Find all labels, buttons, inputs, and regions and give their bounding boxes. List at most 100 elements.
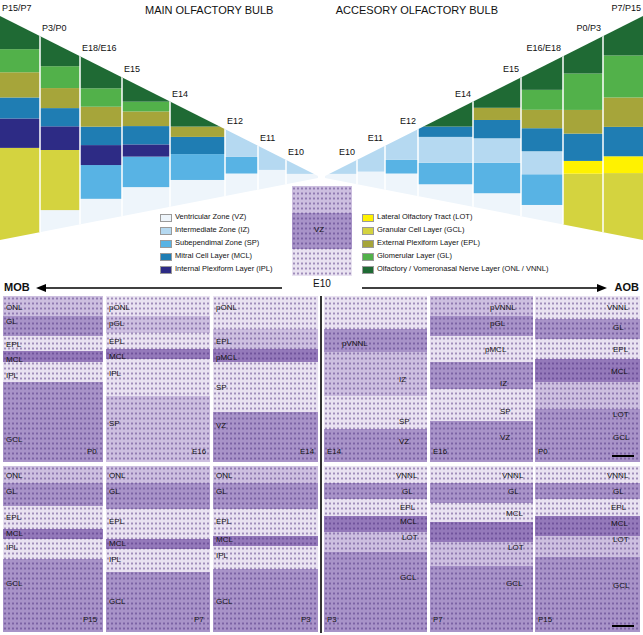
layer-label: VNNL (607, 472, 628, 481)
layer-band (0, 49, 40, 72)
age-label: E18/E16 (82, 44, 117, 54)
legend-text: Lateral Olfactory Tract (LOT) (377, 213, 472, 221)
layer-label: P15 (83, 616, 97, 625)
layer-label: EPL (216, 338, 231, 347)
legend-swatch (362, 214, 374, 222)
layer-label: IPL (6, 544, 18, 553)
layer-band (225, 174, 258, 202)
layer-label: pGL (109, 320, 124, 329)
layer-label: MCL (109, 353, 126, 362)
age-label: E12 (400, 117, 416, 127)
layer-band (0, 97, 40, 118)
layer-band (40, 126, 80, 150)
layer-label: ONL (216, 472, 232, 481)
layer-band (80, 199, 122, 230)
legend-text: Intermediate Zone (IZ) (175, 226, 250, 234)
layer-label: E10 (292, 278, 352, 289)
legend-text: Mitral Cell Layer (MCL) (175, 252, 252, 260)
layer-label: GL (613, 324, 624, 333)
layer-band (563, 161, 603, 174)
age-label: E14 (455, 90, 471, 100)
layer-label: LOT (508, 544, 524, 553)
layer-label: GCL (109, 598, 125, 607)
layer-label: LOT (613, 411, 629, 420)
layer-band (258, 141, 286, 170)
column-separator (562, 0, 564, 260)
layer-band (122, 144, 170, 156)
age-label: E10 (288, 148, 304, 158)
legend-text: Subependimal Zone (SP) (175, 239, 259, 247)
layer-band (170, 97, 225, 127)
layer-label: MCL (6, 356, 23, 365)
layer-band (80, 51, 122, 88)
layer-band (40, 88, 80, 108)
layer-label: GL (6, 318, 17, 327)
layer-label: IPL (109, 556, 121, 565)
layer-band (122, 126, 170, 144)
layer-label: GCL (400, 574, 416, 583)
layer-label: pONL (109, 304, 130, 313)
scale-bar (612, 455, 634, 457)
layer-label: EPL (613, 346, 628, 355)
layer-band (521, 205, 563, 229)
micrograph-panel: pONLEPLpMCLSPVZE14 (213, 296, 318, 462)
layer-band (40, 210, 80, 237)
legend-swatch (362, 266, 374, 274)
layer-band (603, 127, 643, 156)
layer-label: pVNNL (342, 340, 368, 349)
micrograph-panel: ONLGLEPLMCLIPLGCLP7 (106, 466, 210, 632)
chart-title: MAIN OLFACTORY BULB (145, 4, 273, 16)
layer-label: LOT (402, 534, 418, 543)
layer-band (603, 11, 643, 55)
column-separator (472, 0, 474, 260)
layer-band (40, 108, 80, 126)
column-separator (356, 0, 358, 260)
legend-swatch (362, 253, 374, 261)
layer-band (385, 124, 418, 159)
layer-band (418, 184, 473, 212)
layer-band (40, 31, 80, 66)
layer-label: MCL (216, 536, 233, 545)
layer-band (473, 193, 521, 221)
layer-label: EPL (6, 341, 21, 350)
micrograph-panel: VNNLGLEPLMCLLOTGCLP15 (535, 466, 640, 632)
layer-band (473, 120, 521, 138)
micrograph-panel: ONLGLEPLMCLIPLGCLP15 (3, 466, 103, 632)
group-separator (320, 296, 322, 633)
layer-band (286, 155, 318, 174)
layer-label: E16 (433, 448, 447, 457)
layer-label: VNNL (607, 304, 628, 313)
layer-band (122, 157, 170, 188)
aob-arrow-head (597, 284, 607, 292)
layer-band (0, 72, 40, 97)
column-separator (39, 0, 41, 260)
legend-swatch (362, 240, 374, 248)
layer-band (357, 141, 385, 172)
layer-band (170, 180, 225, 212)
layer-band (473, 163, 521, 194)
age-label: P3/P0 (42, 24, 67, 34)
layer-label: P7 (194, 616, 204, 625)
layer-label: VZ (216, 422, 226, 431)
layer-band (521, 110, 563, 128)
age-label: E14 (172, 90, 188, 100)
layer-label: MCL (611, 368, 628, 377)
layer-label: MCL (611, 520, 628, 529)
layer-label: SP (500, 408, 511, 417)
layer-band (0, 118, 40, 147)
micrograph-panel: VZE10 (292, 186, 352, 276)
layer-label: P0 (538, 448, 548, 457)
layer-band (521, 90, 563, 110)
layer-label: IPL (216, 552, 228, 561)
layer-band (40, 150, 80, 210)
layer-band (563, 31, 603, 73)
legend-swatch (160, 266, 172, 274)
layer-band (603, 97, 643, 126)
legend-text: Glomerular Layer (GL) (377, 252, 452, 260)
layer-label: GL (6, 488, 17, 497)
legend-text: Olfactory / Vomeronasal Nerve Layer (ONL… (377, 265, 548, 273)
layer-band (418, 137, 473, 163)
layer-label: GL (216, 488, 227, 497)
layer-label: GCL (6, 580, 22, 589)
mob-arrow-head (36, 284, 46, 292)
